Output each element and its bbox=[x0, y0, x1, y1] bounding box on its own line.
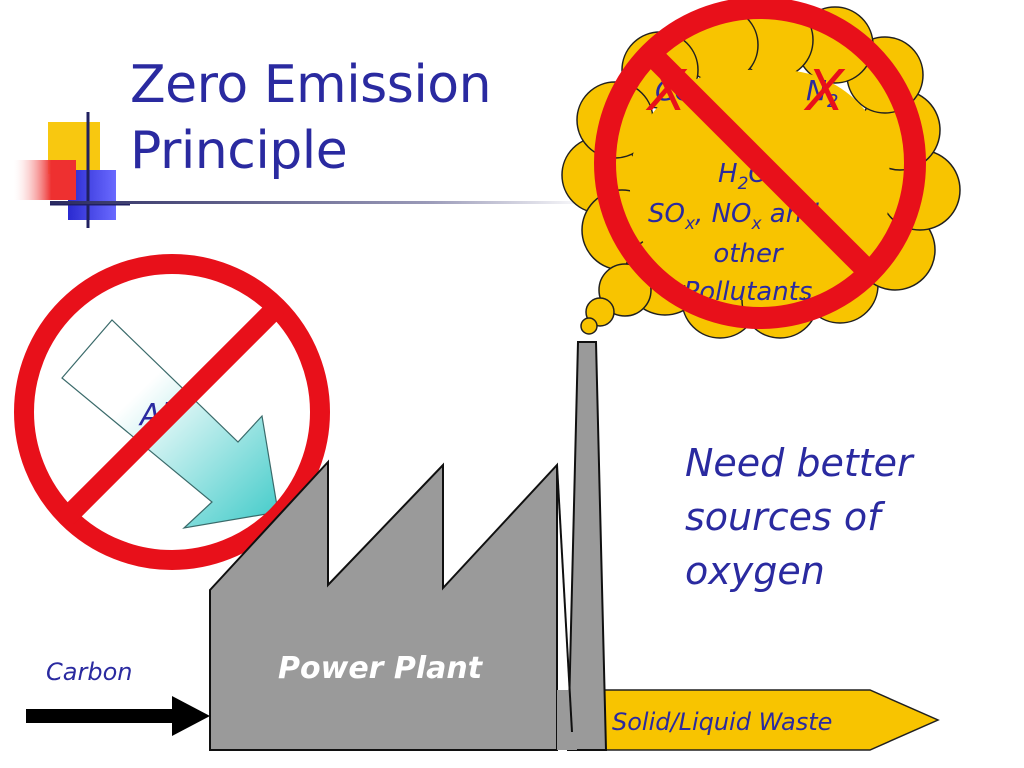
title-line-1: Zero Emission bbox=[130, 55, 492, 115]
power-plant-label: Power Plant bbox=[278, 651, 484, 686]
note-line-2: sources of bbox=[685, 495, 881, 539]
carbon-arrow bbox=[26, 696, 210, 736]
note-line-3: oxygen bbox=[685, 549, 825, 593]
power-plant-building bbox=[209, 459, 558, 751]
n2-label: N2 bbox=[806, 74, 838, 112]
title-line-2: Principle bbox=[130, 121, 348, 181]
waste-label: Solid/Liquid Waste bbox=[612, 708, 832, 736]
other-label: other bbox=[713, 239, 785, 269]
air-no-sign bbox=[14, 254, 330, 570]
cross-mark-n2: X bbox=[803, 59, 846, 124]
title-underline bbox=[50, 201, 590, 204]
page-title: Zero Emission Principle bbox=[130, 52, 492, 184]
logo-red-square bbox=[14, 160, 76, 200]
smokestack bbox=[566, 341, 608, 751]
emission-no-sign bbox=[594, 0, 926, 329]
plant-base-fill bbox=[557, 690, 577, 750]
note-line-1: Need better bbox=[685, 441, 913, 485]
smokestack-edge bbox=[556, 464, 573, 733]
carbon-label: Carbon bbox=[46, 658, 132, 686]
side-note: Need better sources of oxygen bbox=[685, 436, 913, 598]
